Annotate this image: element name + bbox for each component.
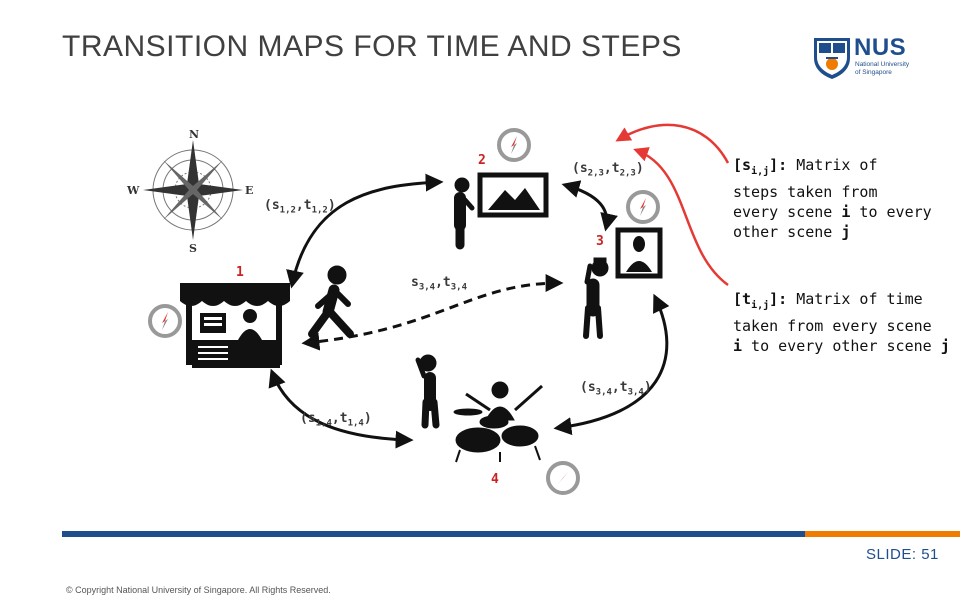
logo-wordmark: NUS [854,34,907,61]
nus-crest-icon [814,38,850,79]
steps-matrix-description: [si,j]: Matrix of steps taken from every… [733,156,932,241]
edge-3-1-label: s3,4,t3,4 [411,275,468,293]
edge-1-4-label: (s1,4,t1,4) [300,411,372,429]
slide-number: SLIDE: 51 [866,546,939,563]
time-matrix-description: [ti,j]: Matrix of time taken from every … [733,290,950,355]
edge-3-1-arrow [301,274,564,351]
mona-lisa-painting-icon [615,227,663,279]
svg-text:S: S [189,242,197,255]
compass-badge-icon [148,304,182,338]
market-stall-icon [180,283,290,368]
svg-text:E: E [245,184,253,197]
steps-callout-arrow [615,123,730,164]
svg-text:W: W [126,184,140,197]
footer-divider-orange [805,531,960,537]
edge-3-4-arrow [553,293,670,436]
scene-4-number: 4 [491,472,499,487]
compass-badge-icon [626,190,660,224]
edge-3-4-label: (s3,4,t3,4) [580,380,652,398]
edge-1-2-label: (s1,2,t1,2) [264,198,336,216]
edge-2-3-arrow [561,180,618,232]
landscape-painting-icon [477,172,549,218]
edge-1-4-arrow [268,368,414,449]
compass-badge-icon [497,128,531,162]
photographer-icon [583,257,609,339]
scene-1-number: 1 [236,265,244,280]
scene-2-number: 2 [478,153,486,168]
slide-title: TRANSITION MAPS FOR TIME AND STEPS [62,30,682,63]
edge-1-2-arrow [286,173,444,289]
compass-badge-icon [546,461,580,495]
spectator-photo-icon [415,354,440,429]
drum-kit-icon [453,381,543,463]
edge-2-3-label: (s2,3,t2,3) [572,161,644,179]
copyright-notice: © Copyright National University of Singa… [66,585,331,595]
svg-text:N: N [189,128,199,141]
compass-rose-icon: N S E W [126,128,253,255]
gallery-viewer-icon [454,177,475,250]
footer-divider-blue [62,531,805,537]
time-callout-arrow [633,147,729,287]
walking-person-icon [308,265,354,338]
scene-3-number: 3 [596,234,604,249]
